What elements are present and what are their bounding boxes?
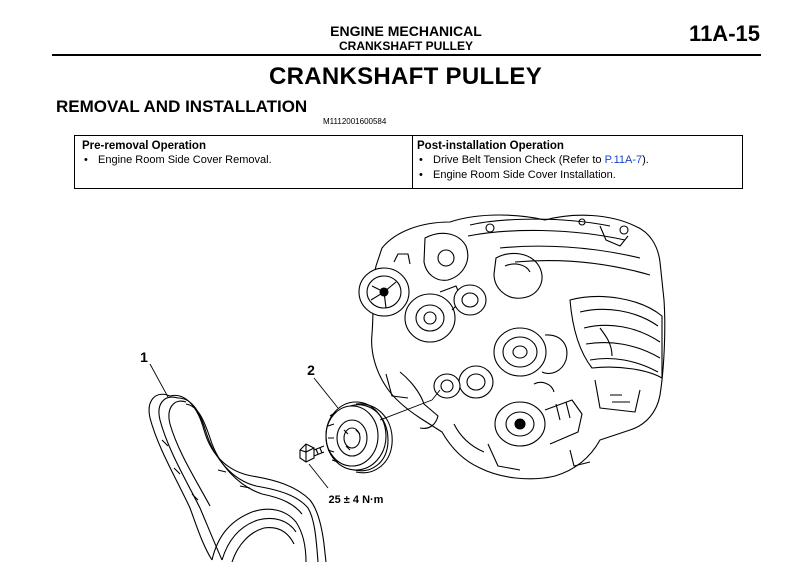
- callout-leaders: [149, 363, 441, 489]
- drive-belt-drawing: [148, 393, 327, 562]
- pulley-bolt-drawing: [299, 443, 325, 463]
- post-installation-item-cover: Engine Room Side Cover Installation.: [417, 168, 737, 183]
- pre-removal-item: Engine Room Side Cover Removal.: [82, 153, 407, 168]
- torque-spec-label: 25 ± 4 N·m: [329, 494, 384, 506]
- section-heading: REMOVAL AND INSTALLATION: [56, 97, 308, 116]
- post-installation-column: Post-installation Operation Drive Belt T…: [417, 139, 737, 183]
- post-installation-item-belt-check: Drive Belt Tension Check (Refer to P.11A…: [417, 153, 737, 168]
- callout-1-label: 1: [140, 349, 148, 365]
- pre-removal-title: Pre-removal Operation: [82, 140, 206, 152]
- belt-check-suffix: ).: [642, 154, 649, 166]
- crankshaft-pulley-drawing: [325, 401, 393, 474]
- document-code: M1112001600584: [323, 117, 387, 126]
- pre-removal-column: Pre-removal Operation Engine Room Side C…: [82, 139, 407, 168]
- callout-2-label: 2: [307, 362, 315, 378]
- header-rule: [52, 54, 761, 56]
- reference-link[interactable]: P.11A-7: [604, 154, 643, 166]
- page-title: CRANKSHAFT PULLEY: [268, 63, 543, 90]
- post-installation-list: Drive Belt Tension Check (Refer to P.11A…: [417, 153, 737, 183]
- pre-removal-list: Engine Room Side Cover Removal.: [82, 153, 407, 168]
- operations-table: Pre-removal Operation Engine Room Side C…: [74, 135, 743, 189]
- page-number: 11A-15: [689, 21, 760, 46]
- belt-check-text: Drive Belt Tension Check (Refer to: [433, 154, 605, 166]
- header-section-title: ENGINE MECHANICAL: [330, 23, 482, 39]
- table-divider: [412, 136, 413, 188]
- post-installation-title: Post-installation Operation: [417, 140, 564, 152]
- header-subsection-title: CRANKSHAFT PULLEY: [339, 39, 473, 53]
- engine-assembly-drawing: [358, 214, 666, 480]
